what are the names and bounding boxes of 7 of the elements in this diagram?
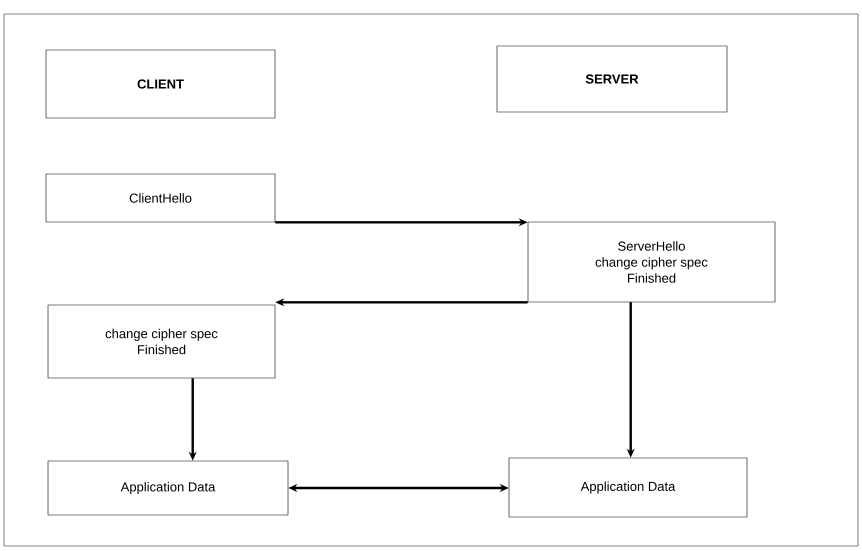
message-box: ClientHello [46, 174, 276, 222]
heading-box: SERVER [496, 46, 728, 112]
heading-box: CLIENT [46, 50, 276, 118]
message-box: change cipher spec Finished [48, 304, 276, 378]
message-box: Application Data [508, 458, 748, 518]
message-box: Application Data [48, 460, 288, 516]
message-box: ServerHello change cipher spec Finished [528, 222, 776, 302]
